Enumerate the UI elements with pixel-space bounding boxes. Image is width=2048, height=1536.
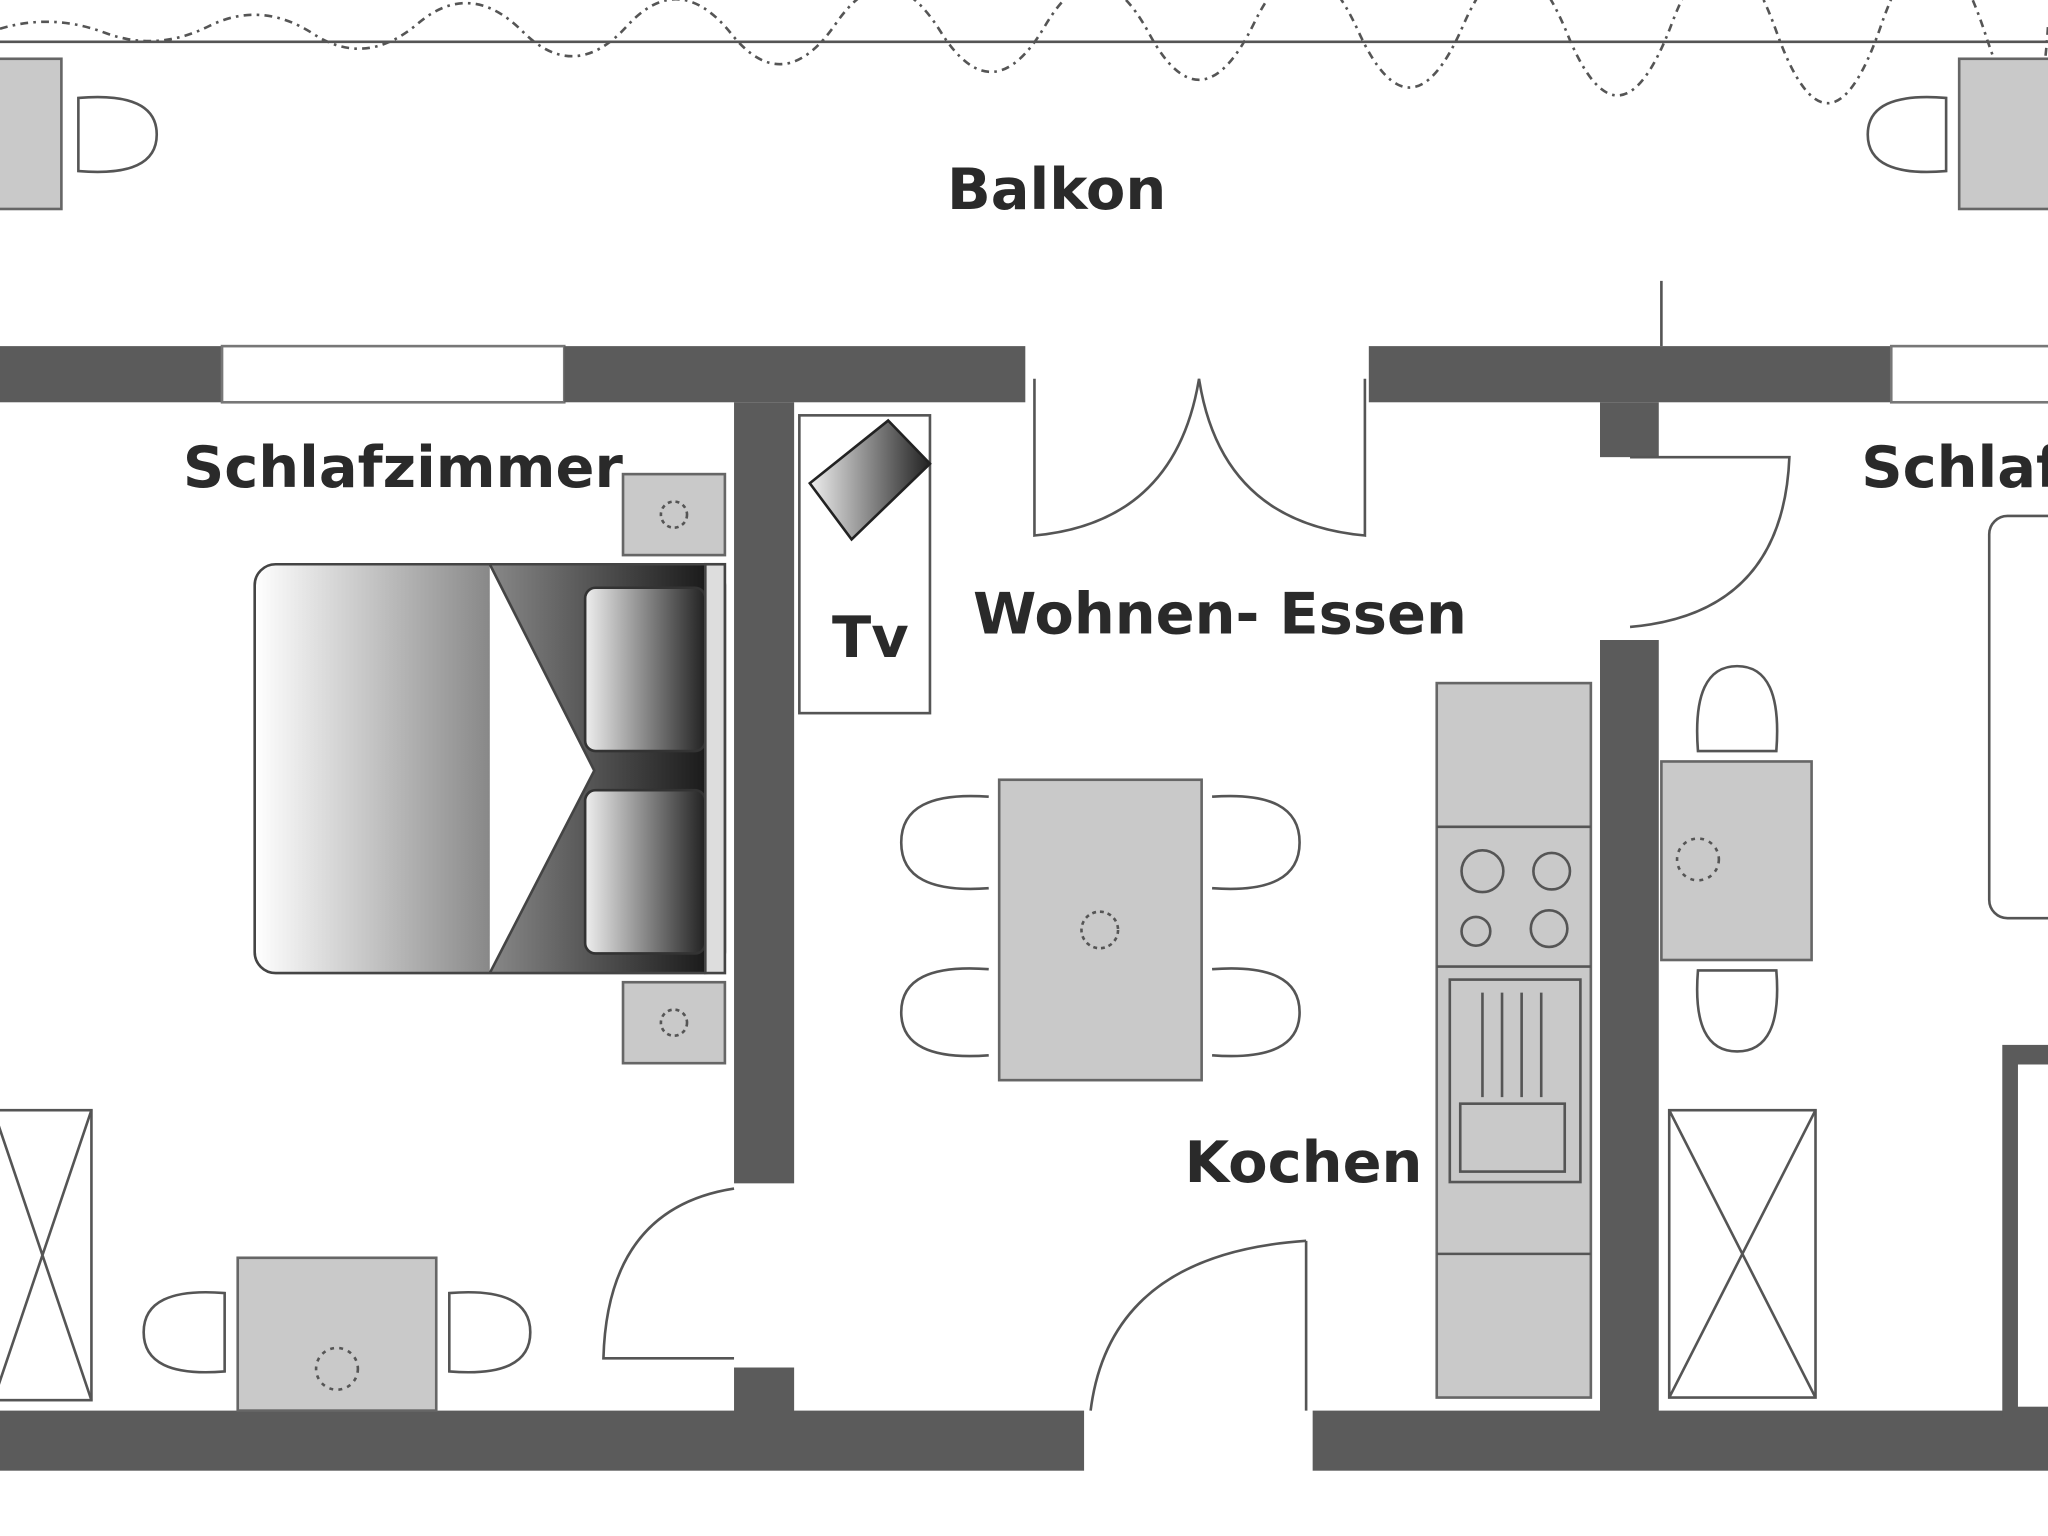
label-living-dining: Wohnen- Essen (973, 580, 1467, 647)
desk-left (236, 1256, 438, 1412)
nightstand-top (621, 472, 727, 557)
balcony-table-left (0, 57, 63, 211)
bedroom-right-door[interactable] (1629, 455, 1791, 629)
dining-chairs (899, 794, 1301, 1058)
wardrobe-right (1667, 1108, 1817, 1399)
walls (0, 344, 2048, 1471)
sink (1448, 978, 1582, 1184)
tv-icon (807, 418, 932, 542)
label-tv: Tv (832, 604, 909, 671)
stove-burner (1460, 848, 1505, 894)
balcony-chair-right (1866, 95, 1948, 174)
nightstand-bottom (621, 980, 727, 1065)
balcony-table-right (1957, 57, 2048, 211)
label-balcony: Balkon (947, 156, 1166, 223)
label-bedroom-right: Schlafzimmer (1861, 434, 2048, 501)
wardrobe-left (0, 1108, 93, 1402)
label-bedroom-left: Schlafzimmer (183, 434, 624, 501)
balcony-railing (0, 0, 2048, 113)
window-right (1889, 344, 2048, 404)
desk-right (1660, 760, 1813, 962)
window-left (220, 344, 566, 404)
balcony-double-door[interactable] (1033, 378, 1367, 537)
bedroom-left-door[interactable] (602, 1187, 735, 1360)
bed-right (1987, 514, 2048, 920)
dining-table (997, 778, 1203, 1082)
label-kitchen: Kochen (1185, 1129, 1423, 1196)
double-bed (253, 562, 727, 975)
tv-cabinet (798, 414, 932, 715)
kitchen-counter (1435, 681, 1593, 1399)
balcony-chair-left (77, 95, 159, 174)
entrance-door[interactable] (1089, 1239, 1308, 1411)
